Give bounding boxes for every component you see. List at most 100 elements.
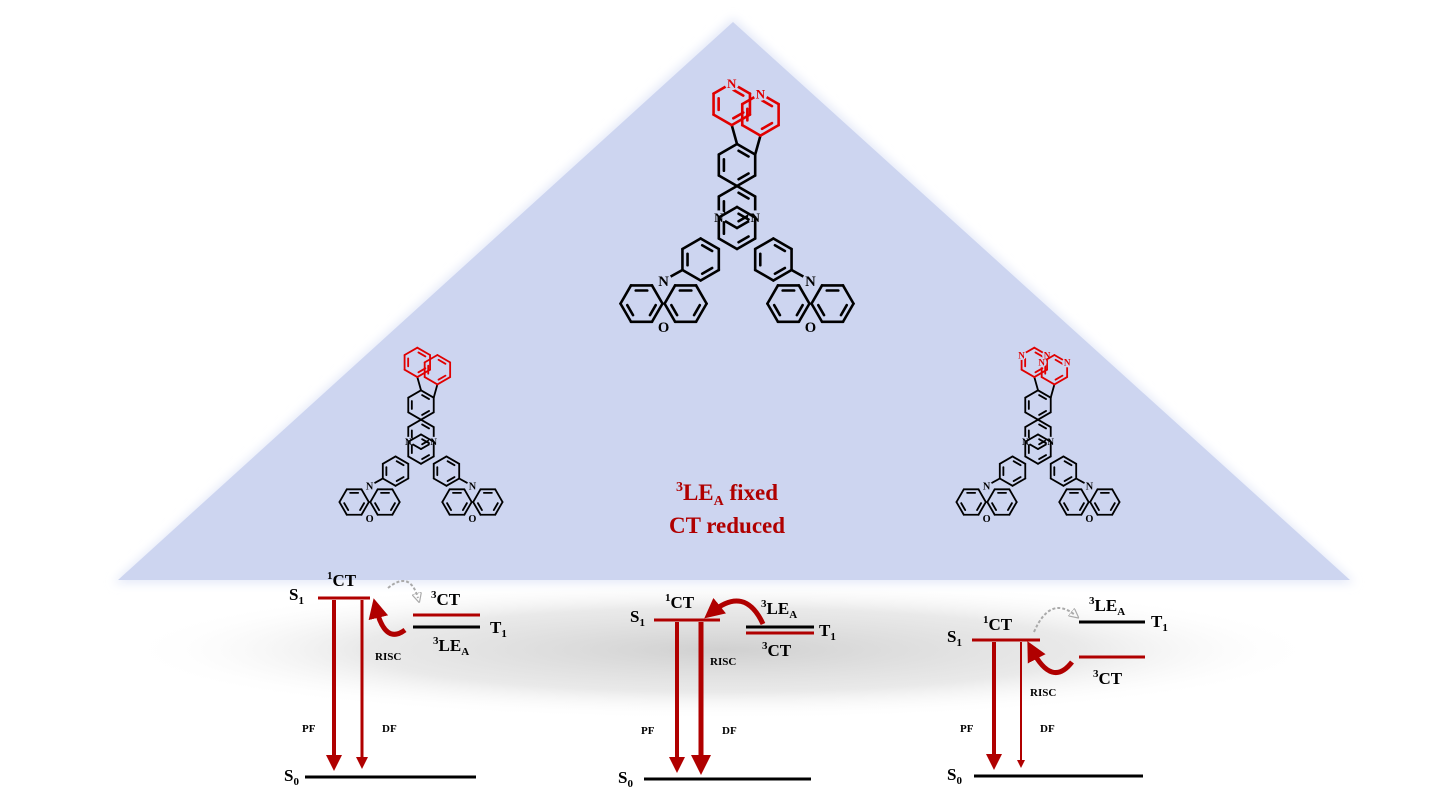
risc-arrow [1027, 641, 1074, 675]
ring-bond [1008, 501, 1018, 516]
double-bond [1012, 460, 1022, 467]
ring-bond [420, 455, 435, 465]
ring-bond [1011, 455, 1027, 465]
ring-bond [717, 142, 739, 156]
singlet-ct-label: 1CT [983, 614, 1013, 634]
nitrogen-atom-label: N [805, 274, 816, 290]
central-ring [1024, 433, 1052, 465]
ring-bond [494, 488, 504, 503]
central-ring [717, 205, 757, 251]
ring-bond [423, 354, 439, 364]
double-bond [737, 172, 750, 181]
nitrogen-atom-label: N [1018, 350, 1025, 360]
ring-bond [810, 284, 824, 305]
ring-bond [1053, 376, 1069, 386]
ring-bond [463, 488, 473, 503]
double-bond [492, 502, 499, 511]
double-bond [1038, 454, 1047, 460]
double-bond [462, 502, 468, 511]
ring-bond [1111, 501, 1121, 516]
phenoxazine-benzo-ring [663, 284, 708, 324]
double-bond [760, 121, 774, 131]
double-bond [1054, 374, 1064, 381]
atom-label-background [1062, 357, 1073, 368]
ring-bond [759, 123, 780, 137]
ring-bond [472, 501, 482, 516]
double-bond [991, 502, 997, 511]
df-label: DF [382, 723, 397, 735]
ring-bond [717, 237, 739, 251]
ring-bond [381, 455, 397, 465]
risc-label: RISC [375, 651, 401, 663]
ring-bond [735, 184, 757, 198]
ring-bond [699, 237, 721, 251]
ring-bond [1024, 411, 1039, 421]
s1-label: S1 [630, 607, 645, 629]
ring-bond [766, 302, 780, 324]
ring-bond [619, 284, 633, 305]
ring-bond [407, 411, 422, 421]
triplet-ct-label: 3CT [762, 640, 792, 660]
double-bond [1054, 358, 1064, 365]
ring-bond [998, 455, 1014, 465]
energy-diagram-center: S1 1CT 3LEA 3CT T1 RISC PF DF S0 [618, 592, 836, 790]
double-bond [395, 460, 405, 467]
double-bond [446, 502, 452, 511]
benzo-ring [1024, 389, 1052, 421]
ring-bond [681, 268, 702, 282]
risc-arrow [368, 598, 407, 637]
lower-right-ring [1049, 455, 1078, 487]
s1-label: S1 [289, 585, 304, 607]
ring-bond [1058, 488, 1068, 503]
double-bond [1038, 439, 1047, 446]
ring-bond [441, 501, 451, 516]
phenoxazine-benzo-ring [619, 284, 664, 324]
double-bond [1038, 423, 1047, 430]
ring-bond [394, 455, 410, 465]
double-bond [1063, 460, 1073, 467]
double-bond [1034, 351, 1044, 358]
ring-bond [650, 302, 664, 324]
oxygen-atom-label: O [658, 320, 669, 336]
phenoxazine-benzo-ring [1058, 488, 1090, 516]
double-bond [421, 454, 430, 460]
phenoxazine-benzo-ring [441, 488, 473, 516]
double-bond [773, 243, 787, 253]
oxygen-atom-label: O [805, 320, 816, 336]
atom-label-background [802, 318, 819, 335]
double-bond [732, 88, 745, 97]
ring-bond [338, 501, 348, 516]
ring-bond [369, 488, 379, 503]
phenyl-ring [423, 354, 452, 386]
lower-right-ring [753, 237, 793, 282]
phenoxazine-benzo-ring [955, 488, 987, 516]
df-label: DF [1040, 723, 1055, 735]
double-bond [421, 438, 430, 445]
isc-arrow-faded [1033, 607, 1075, 633]
substituent-bond [1049, 383, 1056, 399]
double-bond [795, 303, 804, 317]
lower-left-ring [381, 455, 410, 487]
ring-bond [717, 205, 739, 219]
ring-bond [712, 113, 734, 127]
atom-label-background [363, 480, 376, 492]
substituent-bond [730, 123, 739, 146]
double-bond [446, 460, 456, 467]
ring-bond [797, 284, 811, 305]
ring-bond [717, 184, 739, 198]
atom-label-background [724, 75, 739, 91]
atom-label-background [980, 480, 993, 492]
lower-right-ring [432, 455, 461, 487]
ring-bond [810, 302, 824, 324]
ring-bond [1089, 488, 1099, 503]
double-bond [343, 502, 350, 511]
ring-bond [735, 174, 757, 188]
ring-bond [1049, 455, 1065, 465]
ring-bond [381, 477, 397, 487]
ring-bond [403, 346, 419, 356]
ring-bond [1037, 411, 1052, 421]
double-bond [960, 502, 967, 511]
ring-bond [1049, 477, 1065, 487]
